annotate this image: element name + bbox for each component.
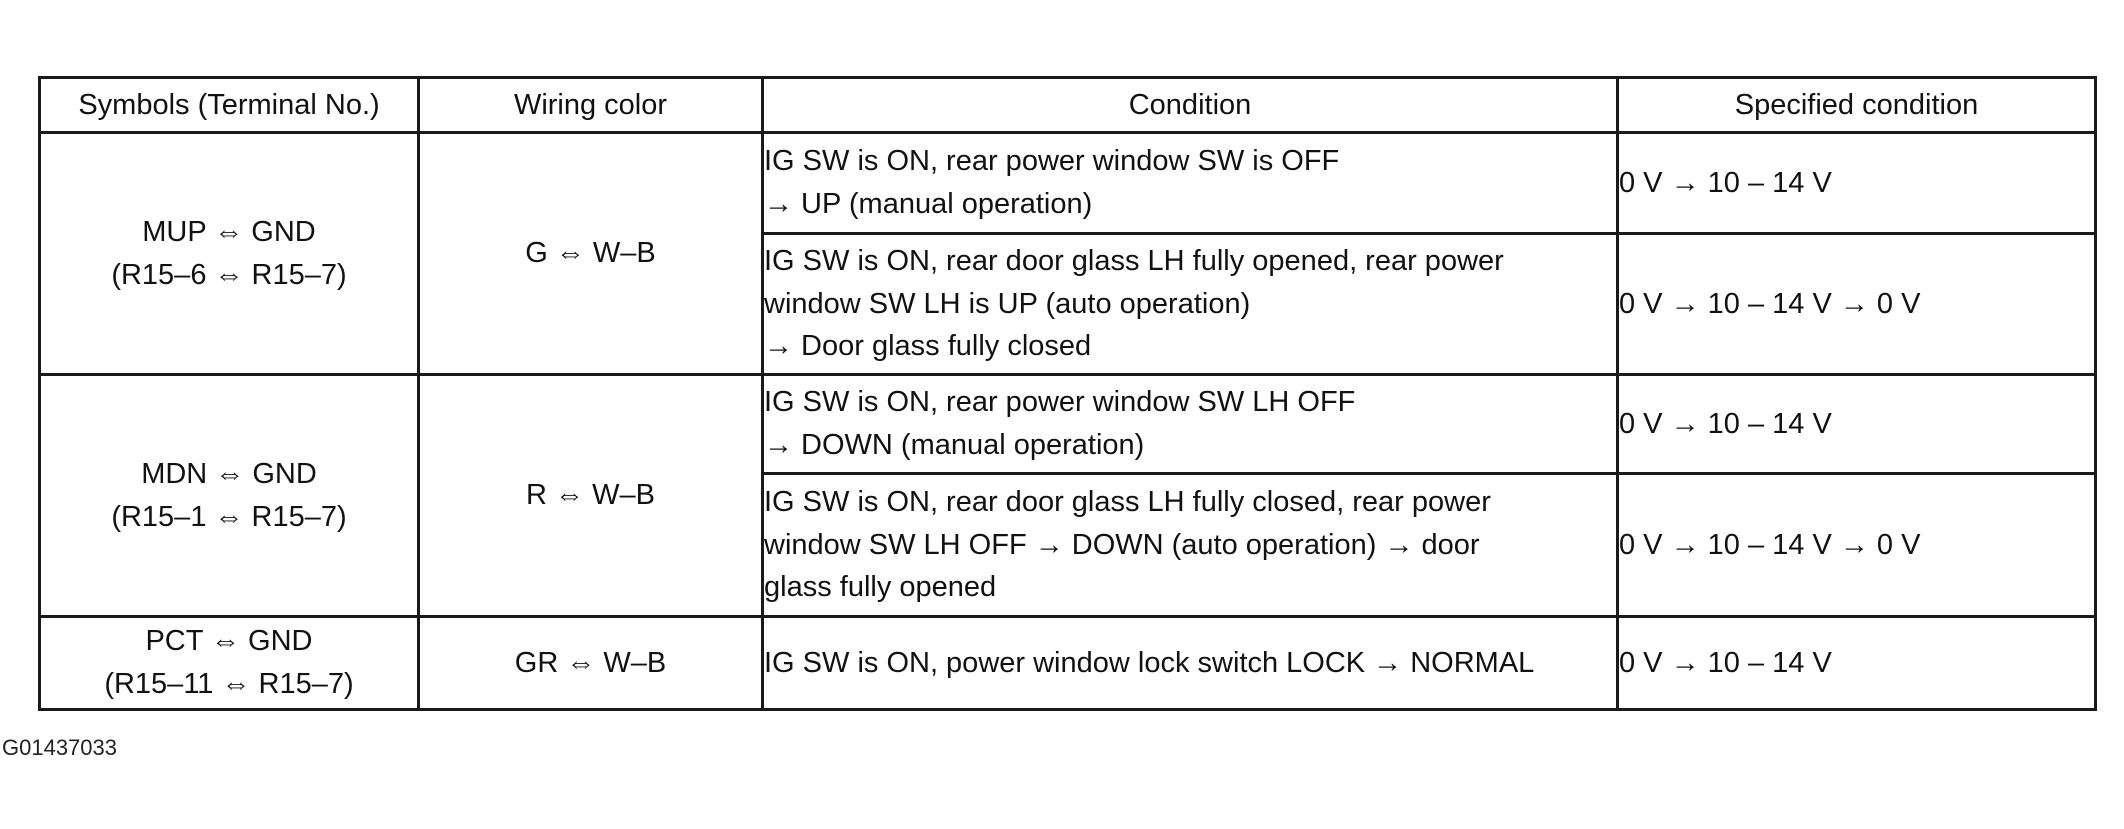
terminal-spec-table: Symbols (Terminal No.) Wiring color Cond…	[38, 76, 2097, 711]
table-row: MUP ⇔ GND (R15–6 ⇔ R15–7) G ⇔ W–B IG SW …	[38, 131, 2097, 376]
table-row: IG SW is ON, rear door glass LH fully op…	[40, 232, 2097, 376]
symbol-cell: MUP ⇔ GND (R15–6 ⇔ R15–7)	[38, 131, 420, 376]
symbol-name: PCT ⇔ GND	[145, 625, 313, 658]
header-condition: Condition	[761, 76, 1619, 134]
condition-cell: IG SW is ON, rear power window SW is OFF…	[761, 131, 1619, 235]
condition-line: IG SW is ON, rear power window SW LH OFF	[764, 386, 1356, 419]
condition-line: glass fully opened	[764, 571, 997, 604]
condition-cell: IG SW is ON, rear door glass LH fully cl…	[761, 472, 1619, 618]
terminal-numbers: (R15–1 ⇔ R15–7)	[111, 500, 347, 533]
condition-line: IG SW is ON, power window lock switch LO…	[764, 646, 1535, 679]
symbol-cell: MDN ⇔ GND (R15–1 ⇔ R15–7)	[38, 373, 420, 618]
condition-cell: IG SW is ON, rear power window SW LH OFF…	[761, 373, 1619, 475]
wiring-color-cell: G ⇔ W–B	[417, 131, 764, 376]
header-wiring-color: Wiring color	[417, 76, 764, 134]
symbol-cell: PCT ⇔ GND (R15–11 ⇔ R15–7)	[38, 615, 420, 711]
condition-cell: IG SW is ON, rear door glass LH fully op…	[761, 232, 1619, 376]
condition-line: IG SW is ON, rear door glass LH fully cl…	[764, 485, 1491, 518]
specified-condition-cell: 0 V → 10 – 14 V	[1616, 131, 2097, 235]
specified-condition-cell: 0 V → 10 – 14 V → 0 V	[1616, 472, 2097, 618]
condition-line: → UP (manual operation)	[764, 188, 1093, 220]
table-row: PCT ⇔ GND (R15–11 ⇔ R15–7) GR ⇔ W–B IG S…	[38, 615, 2097, 711]
table-row: MDN ⇔ GND (R15–1 ⇔ R15–7) R ⇔ W–B IG SW …	[38, 373, 2097, 618]
specified-condition-cell: 0 V → 10 – 14 V → 0 V	[1616, 232, 2097, 376]
condition-line: window SW LH OFF → DOWN (auto operation)…	[764, 528, 1480, 561]
header-symbols: Symbols (Terminal No.)	[38, 76, 420, 134]
figure-id: G01437033	[2, 735, 117, 760]
terminal-numbers: (R15–11 ⇔ R15–7)	[104, 668, 354, 700]
condition-line: IG SW is ON, rear door glass LH fully op…	[764, 244, 1504, 277]
condition-line: window SW LH is UP (auto operation)	[764, 287, 1251, 320]
specified-condition-cell: 0 V → 10 – 14 V	[1616, 373, 2097, 475]
condition-line: → DOWN (manual operation)	[764, 429, 1145, 461]
condition-line: IG SW is ON, rear power window SW is OFF	[764, 145, 1340, 178]
header-row: Symbols (Terminal No.) Wiring color Cond…	[38, 76, 2097, 134]
wiring-color-cell: GR ⇔ W–B	[417, 615, 764, 711]
symbol-name: MDN ⇔ GND	[141, 457, 317, 490]
wiring-color-cell: R ⇔ W–B	[417, 373, 764, 618]
header-specified-condition: Specified condition	[1616, 76, 2097, 134]
symbol-name: MUP ⇔ GND	[142, 215, 316, 248]
specified-condition-cell: 0 V → 10 – 14 V	[1616, 615, 2097, 711]
condition-cell: IG SW is ON, power window lock switch LO…	[761, 615, 1619, 711]
table-row: IG SW is ON, rear door glass LH fully cl…	[40, 472, 2097, 618]
condition-line: → Door glass fully closed	[764, 330, 1092, 363]
terminal-numbers: (R15–6 ⇔ R15–7)	[111, 258, 347, 291]
